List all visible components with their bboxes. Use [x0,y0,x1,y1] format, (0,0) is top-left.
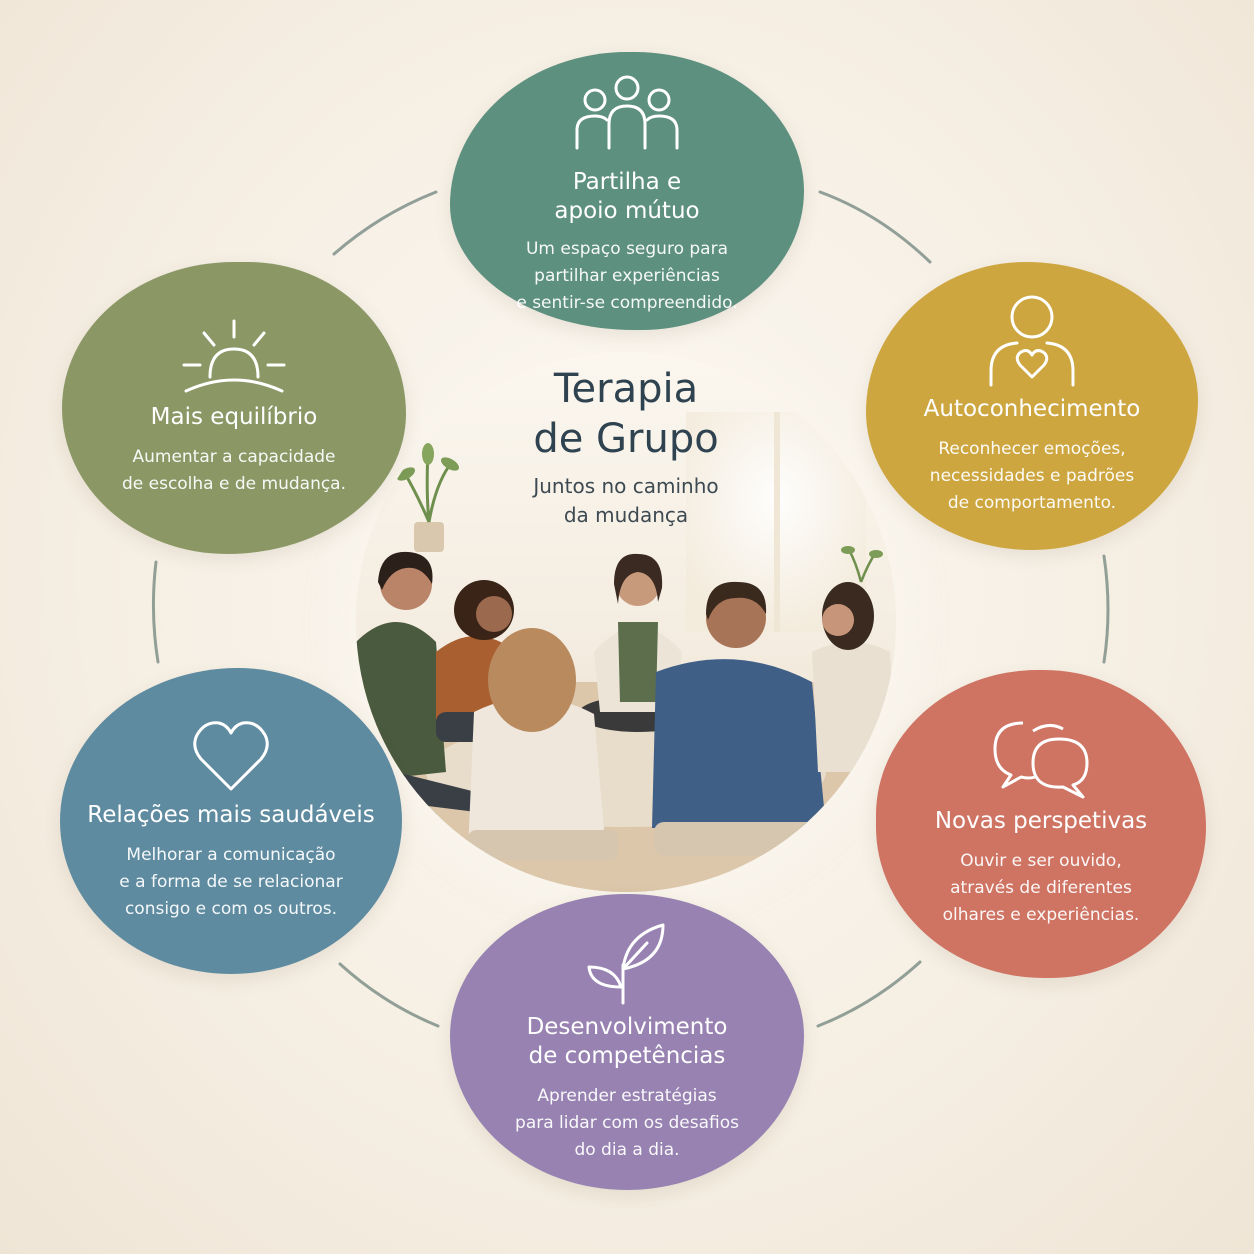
connector-top-right [818,190,932,264]
participant-front-man [652,581,834,856]
people-group-icon [575,75,679,149]
node-title: Mais equilíbrio [150,403,318,430]
group-therapy-scene [356,352,896,892]
node-description: Reconhecer emoções, necessidades e padrõ… [929,439,1135,513]
node-description: Aumentar a capacidade de escolha e de mu… [121,446,347,494]
node-desenvolvimento-competencias: Desenvolvimento de competências Aprender… [450,894,804,1190]
sprout-icon [587,923,665,1004]
node-title: Novas perspetivas [934,808,1148,834]
center-illustration: Terapia de Grupo Juntos no caminho da mu… [356,352,896,892]
node-autoconhecimento: Autoconhecimento Reconhecer emoções, nec… [866,262,1198,550]
node-title: Relações mais saudáveis [87,802,375,828]
connector-top-left [332,190,438,256]
heart-icon [193,721,269,791]
participant-right-woman [812,582,896,772]
center-heading: Terapia de Grupo Juntos no caminho da mu… [356,364,896,530]
connector-right [1102,554,1110,664]
plant-left [396,443,460,552]
node-description: Aprender estratégias para lidar com os d… [515,1085,739,1160]
node-description: Ouvir e ser ouvido, através de diferente… [942,851,1140,925]
node-title: Autoconhecimento [923,396,1141,422]
center-title: Terapia de Grupo [533,366,719,462]
connector-left [151,560,160,664]
node-relacoes-saudaveis: Relações mais saudáveis Melhorar a comun… [60,668,402,974]
node-description: Um espaço seguro para partilhar experiên… [516,238,738,313]
node-description: Melhorar a comunicação e a forma de se r… [119,845,343,919]
speech-bubbles-icon [993,721,1089,799]
participant-front-woman [468,628,618,860]
connector-bottom-right [816,960,922,1028]
node-novas-perspetivas: Novas perspetivas Ouvir e ser ouvido, at… [876,670,1206,978]
sunrise-icon [182,319,286,392]
connector-bottom-left [338,962,440,1028]
node-title: Partilha e apoio mútuo [554,168,700,224]
plant-right [841,546,883,583]
node-title: Desenvolvimento de competências [526,1013,728,1069]
center-subtitle: Juntos no caminho da mudança [533,474,719,527]
person-heart-icon [989,295,1075,387]
node-mais-equilibrio: Mais equilíbrio Aumentar a capacidade de… [62,262,406,554]
node-partilha-apoio: Partilha e apoio mútuo Um espaço seguro … [450,52,804,330]
